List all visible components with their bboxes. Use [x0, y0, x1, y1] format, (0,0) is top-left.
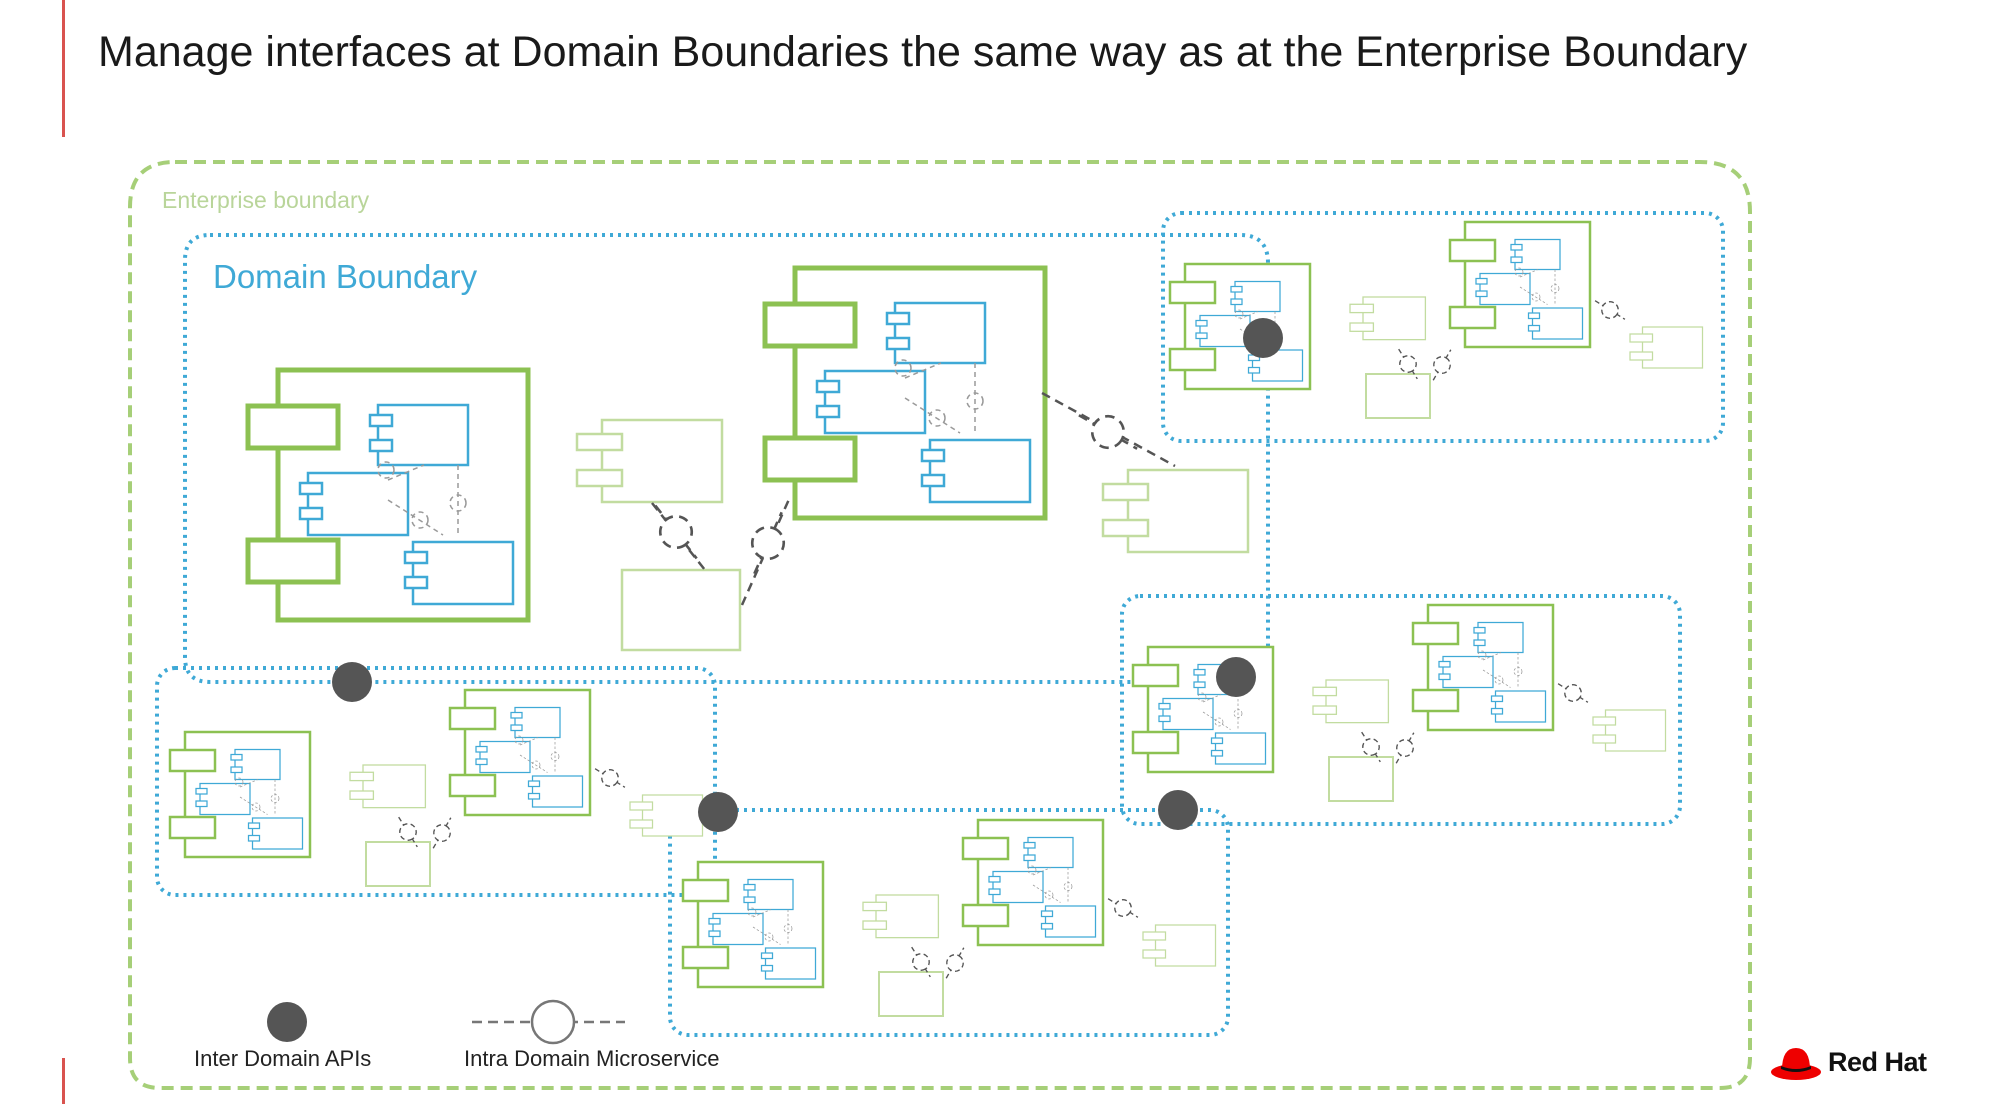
legend-circle-icon [530, 999, 576, 1045]
logo-text: Red Hat [1828, 1046, 1927, 1077]
legend-inter-domain: Inter Domain APIs [194, 1046, 371, 1071]
legend-intra-domain: Intra Domain Microservice [464, 1046, 720, 1071]
inter-domain-api-dot [1158, 790, 1198, 830]
main-domain-boundary [183, 233, 1270, 684]
domain-cluster-bottom-center [683, 820, 1216, 1016]
inter-domain-api-dot [698, 792, 738, 832]
service-component-center [765, 268, 1045, 518]
domain-cluster-bottom-left [170, 690, 703, 886]
slide-title: Manage interfaces at Domain Boundaries t… [98, 28, 1748, 76]
enterprise-boundary-label: Enterprise boundary [162, 187, 370, 213]
inter-domain-api-dot [332, 662, 372, 702]
inter-domain-api-dot [1243, 318, 1283, 358]
red-hat-logo: Red Hat [1770, 1040, 1927, 1084]
consumer-box-left [620, 568, 742, 652]
domain-boundary-right [1120, 594, 1682, 826]
microservice-connector [738, 504, 798, 582]
domain-cluster-right [1133, 605, 1666, 801]
inter-domain-api-dot [1216, 657, 1256, 697]
legend-dot-icon [267, 1002, 307, 1042]
accent-line-top [62, 0, 65, 137]
accent-line-bottom [62, 1058, 65, 1104]
enterprise-boundary [128, 160, 1752, 1090]
consumer-component-left [575, 418, 724, 504]
microservice-connector [1069, 400, 1147, 464]
domain-boundary-label: Domain Boundary [213, 258, 478, 295]
red-hat-icon [1771, 1048, 1821, 1080]
domain-cluster-top-right [1170, 222, 1703, 418]
service-component-left [248, 370, 528, 620]
microservice-connector [641, 494, 711, 570]
domain-boundary-top-right [1161, 211, 1725, 443]
consumer-component-right [1101, 468, 1250, 554]
